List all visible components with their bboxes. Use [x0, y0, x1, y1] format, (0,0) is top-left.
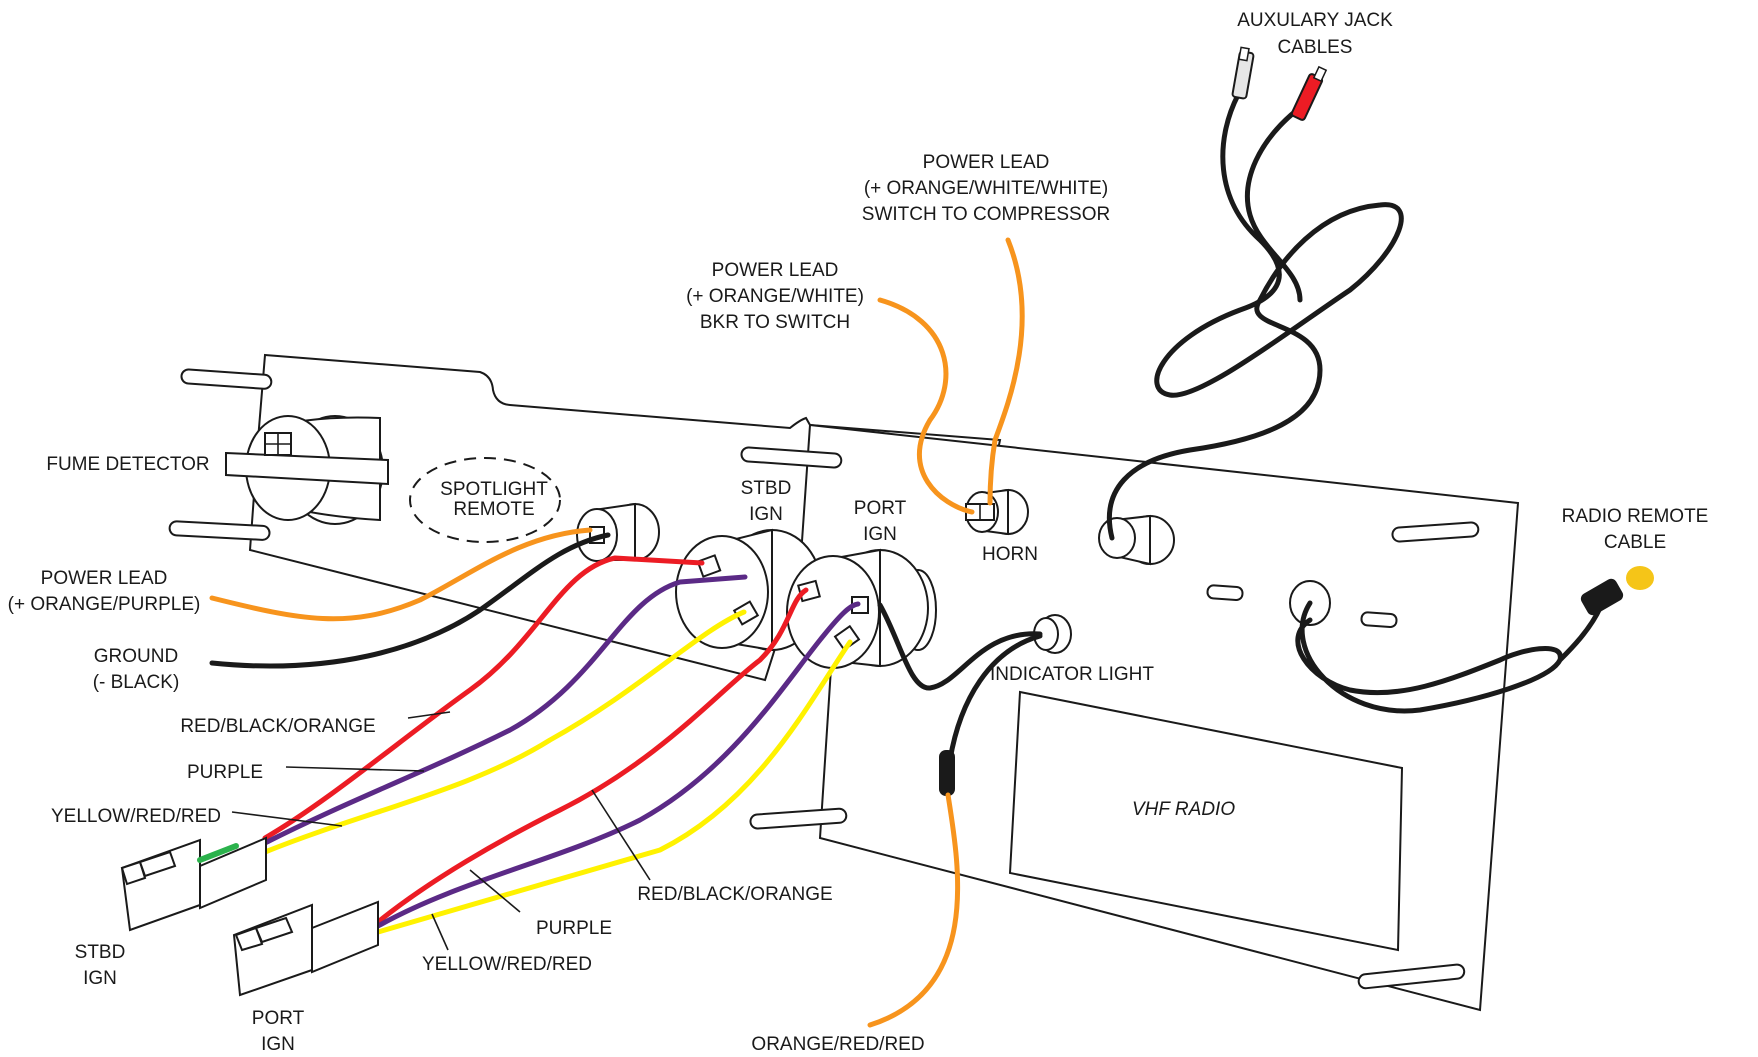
wire-power-orange-purple — [209, 527, 593, 622]
label-power-purple-line1: POWER LEAD — [41, 568, 168, 589]
radio-remote-cable — [1295, 566, 1654, 714]
aux-jack-cables — [1106, 46, 1404, 541]
label-radio-remote-line2: CABLE — [1604, 532, 1666, 553]
wire-stbd-yellow — [262, 609, 747, 855]
wire-port-yellow — [375, 639, 853, 935]
indicator-light — [1033, 614, 1072, 654]
label-ground-line2: (- BLACK) — [93, 672, 180, 693]
wire-indicator-drop — [947, 633, 1043, 763]
labels: AUXULARY JACK CABLES POWER LEAD (+ ORANG… — [8, 10, 1709, 1055]
label-stbd-ign-top-line1: STBD — [741, 478, 792, 499]
label-aux-jack-line1: AUXULARY JACK — [1237, 10, 1393, 31]
mounting-studs — [168, 368, 1480, 990]
label-power-compressor-line2: (+ ORANGE/WHITE/WHITE) — [864, 178, 1108, 199]
stbd-ign-connector — [120, 836, 267, 932]
inline-fuse-holder — [939, 750, 955, 796]
wire-orange-red-red — [867, 792, 961, 1028]
label-spotlight-line1: SPOTLIGHT — [440, 479, 548, 500]
label-stbd-ign-bottom-line2: IGN — [83, 968, 117, 989]
label-ground-line1: GROUND — [94, 646, 178, 667]
wire-stbd-red — [262, 555, 705, 841]
label-yellow-red-red-left: YELLOW/RED/RED — [51, 806, 221, 827]
wire-port-red — [375, 587, 809, 925]
label-port-ign-bottom-line2: IGN — [261, 1034, 295, 1055]
wire-indicator-black — [877, 602, 1043, 691]
label-power-compressor-line3: SWITCH TO COMPRESSOR — [862, 204, 1110, 225]
label-port-ign-top-line2: IGN — [863, 524, 897, 545]
label-fume-detector: FUME DETECTOR — [46, 454, 209, 475]
label-port-ign-bottom-line1: PORT — [252, 1008, 305, 1029]
label-purple-left: PURPLE — [187, 762, 263, 783]
wire-stbd-purple — [262, 574, 748, 846]
label-power-switch-line2: (+ ORANGE/WHITE) — [686, 286, 864, 307]
label-purple-right: PURPLE — [536, 918, 612, 939]
label-red-black-orange-right: RED/BLACK/ORANGE — [637, 884, 832, 905]
wire-port-purple — [375, 601, 861, 929]
horn-switch — [965, 488, 1029, 536]
label-indicator-light: INDICATOR LIGHT — [990, 664, 1154, 685]
label-power-switch-line1: POWER LEAD — [712, 260, 839, 281]
fume-detector — [225, 415, 389, 525]
label-power-compressor-line1: POWER LEAD — [923, 152, 1050, 173]
wire-power-orange-white-white — [987, 237, 1025, 506]
label-port-ign-top-line1: PORT — [854, 498, 907, 519]
label-orange-red-red: ORANGE/RED/RED — [751, 1034, 924, 1055]
port-ign-connector — [232, 900, 379, 997]
spotlight-switch — [576, 502, 660, 562]
label-yellow-red-red-right: YELLOW/RED/RED — [422, 954, 592, 975]
label-radio-remote-line1: RADIO REMOTE — [1562, 506, 1709, 527]
label-power-purple-line2: (+ ORANGE/PURPLE) — [8, 594, 201, 615]
label-stbd-ign-bottom-line1: STBD — [75, 942, 126, 963]
spotlight-remote-area — [409, 457, 561, 543]
wire-ground-black — [209, 532, 611, 669]
vhf-radio-box — [1008, 690, 1404, 952]
label-red-black-orange-left: RED/BLACK/ORANGE — [180, 716, 375, 737]
label-horn: HORN — [982, 544, 1038, 565]
label-stbd-ign-top-line2: IGN — [749, 504, 783, 525]
vhf-radio-label: VHF RADIO — [1132, 799, 1235, 820]
dash-panel-right — [798, 423, 1520, 1012]
leader-lines — [231, 711, 651, 951]
aux-jack-socket — [1098, 514, 1175, 566]
label-aux-jack-line2: CABLES — [1278, 37, 1353, 58]
stbd-ign-switch — [675, 528, 823, 652]
label-power-switch-line3: BKR TO SWITCH — [700, 312, 850, 333]
label-spotlight-line2: REMOTE — [453, 499, 534, 520]
wire-power-orange-white — [877, 297, 975, 515]
